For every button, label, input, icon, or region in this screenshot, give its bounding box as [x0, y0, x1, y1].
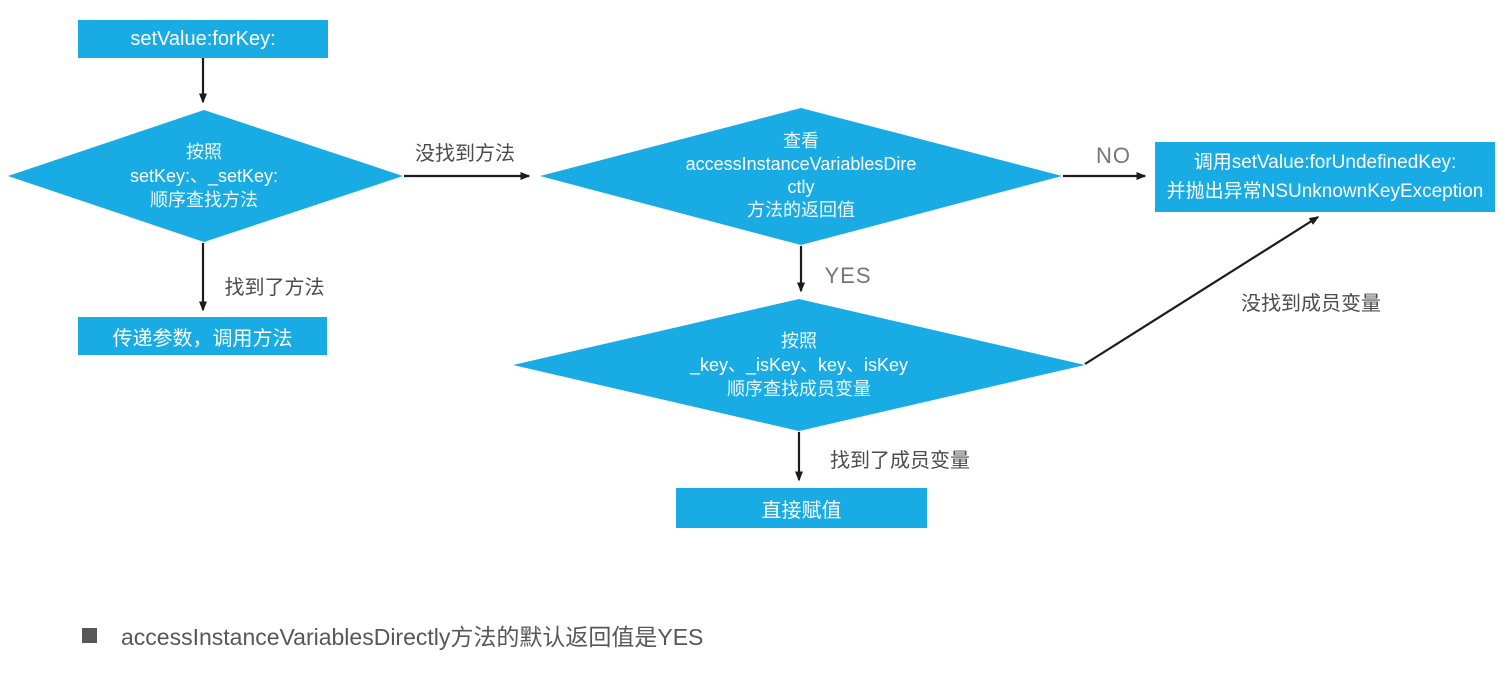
edge-label-no: NO	[1096, 143, 1131, 168]
decision-find-method-line1: 按照	[186, 142, 222, 162]
decision-find-method-shape	[8, 110, 403, 242]
footnote-text: accessInstanceVariablesDirectly方法的默认返回值是…	[121, 624, 704, 650]
decision-find-ivar-line2: _key、_isKey、key、isKey	[689, 355, 909, 375]
decision-find-ivar-shape	[513, 299, 1085, 431]
decision-find-ivar-line1: 按照	[781, 331, 817, 351]
start-node: setValue:forKey:	[78, 20, 328, 58]
call-method-node-label: 传递参数，调用方法	[112, 327, 293, 350]
undefined-key-node-line2: 并抛出异常NSUnknownKeyException	[1166, 180, 1484, 202]
decision-find-ivar-text: 按照 _key、_isKey、key、isKey 顺序查找成员变量	[579, 329, 1019, 401]
decision-access-ivar-line4: 方法的返回值	[747, 200, 855, 220]
direct-assign-node: 直接赋值	[676, 488, 927, 528]
edge-label-method-found: 找到了方法	[224, 277, 325, 299]
decision-access-ivar-line2: accessInstanceVariablesDire	[685, 154, 917, 174]
decision-find-method-line3: 顺序查找方法	[150, 190, 258, 210]
edge-label-ivar-not-found: 没找到成员变量	[1241, 293, 1381, 315]
decision-find-ivar-line3: 顺序查找成员变量	[727, 379, 871, 399]
edge-label-method-not-found: 没找到方法	[415, 143, 515, 165]
decision-access-ivar-text: 查看 accessInstanceVariablesDire ctly 方法的返…	[601, 130, 1001, 222]
edge-label-ivar-found: 找到了成员变量	[830, 450, 970, 472]
direct-assign-node-label: 直接赋值	[761, 499, 842, 522]
footnote: accessInstanceVariablesDirectly方法的默认返回值是…	[82, 618, 703, 652]
decision-find-method-text: 按照 setKey:、_setKey: 顺序查找方法	[54, 140, 354, 212]
decision-access-ivar-line3: ctly	[787, 177, 815, 197]
decision-find-method-line2: setKey:、_setKey:	[129, 166, 279, 186]
undefined-key-node-line1: 调用setValue:forUndefinedKey:	[1193, 151, 1457, 173]
bullet-square-icon	[82, 627, 97, 643]
decision-access-ivar-shape	[540, 108, 1062, 245]
edge-label-yes: YES	[824, 263, 872, 288]
arrow-find-ivar-to-undefined-key	[1084, 216, 1320, 365]
decision-access-ivar-line1: 查看	[783, 131, 819, 151]
start-node-label: setValue:forKey:	[130, 27, 276, 50]
undefined-key-node: 调用setValue:forUndefinedKey: 并抛出异常NSUnkno…	[1155, 142, 1495, 212]
call-method-node: 传递参数，调用方法	[78, 317, 327, 355]
